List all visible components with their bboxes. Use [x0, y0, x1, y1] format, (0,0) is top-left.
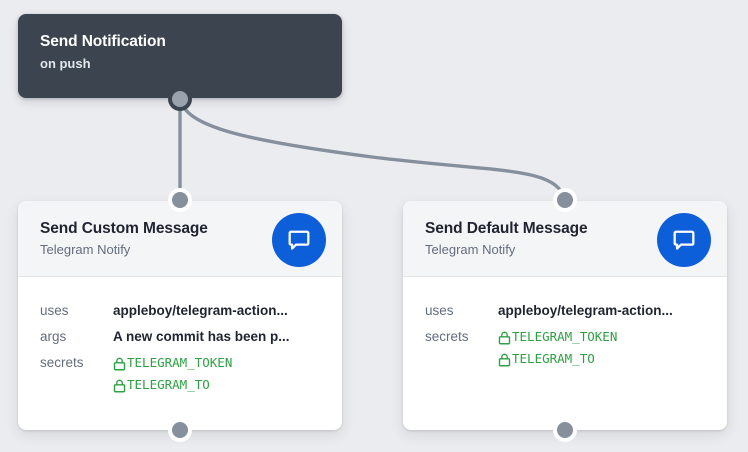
secret-item: TELEGRAM_TOKEN: [113, 352, 232, 374]
node-badge[interactable]: [272, 213, 326, 267]
chat-bubble-icon: [673, 230, 695, 250]
secret-item: TELEGRAM_TO: [113, 374, 232, 396]
property-value: A new commit has been p...: [113, 329, 290, 344]
node-send-default-message[interactable]: Send Default Message Telegram Notify use…: [403, 201, 727, 430]
secret-item: TELEGRAM_TOKEN: [498, 326, 617, 348]
lock-icon: [113, 378, 126, 393]
property-row: secrets TELEGRAM_TOKEN: [18, 352, 342, 396]
node-badge[interactable]: [657, 213, 711, 267]
custom-input-port[interactable]: [172, 192, 188, 208]
edge-trigger-to-default: [178, 97, 567, 202]
secret-name: TELEGRAM_TO: [127, 377, 210, 392]
property-value: appleboy/telegram-action...: [113, 303, 288, 318]
trigger-subtitle: on push: [40, 56, 91, 71]
secret-name: TELEGRAM_TO: [512, 351, 595, 366]
default-output-port[interactable]: [557, 422, 573, 438]
card-title: Send Custom Message: [40, 220, 208, 237]
trigger-output-port[interactable]: [172, 91, 188, 107]
lock-icon: [498, 352, 511, 367]
card-title: Send Default Message: [425, 220, 588, 237]
secret-list: TELEGRAM_TOKEN TELEGRAM_TO: [498, 326, 617, 370]
chat-bubble-icon: [288, 230, 310, 250]
secret-name: TELEGRAM_TOKEN: [127, 355, 233, 370]
property-list: uses appleboy/telegram-action... args A …: [18, 277, 342, 396]
property-row: uses appleboy/telegram-action...: [403, 300, 727, 322]
secret-name: TELEGRAM_TOKEN: [512, 329, 618, 344]
property-key: secrets: [425, 329, 469, 344]
card-header: Send Custom Message Telegram Notify: [18, 201, 342, 277]
property-key: secrets: [40, 355, 84, 370]
property-row: args A new commit has been p...: [18, 326, 342, 348]
trigger-title: Send Notification: [40, 33, 166, 50]
trigger-node[interactable]: Send Notification on push: [18, 14, 342, 98]
secret-list: TELEGRAM_TOKEN TELEGRAM_TO: [113, 352, 232, 396]
node-send-custom-message[interactable]: Send Custom Message Telegram Notify uses…: [18, 201, 342, 430]
property-key: args: [40, 329, 67, 344]
card-subtitle: Telegram Notify: [425, 242, 516, 257]
property-row: secrets TELEGRAM_TOKEN: [403, 326, 727, 370]
property-key: uses: [40, 303, 69, 318]
card-subtitle: Telegram Notify: [40, 242, 131, 257]
property-value: appleboy/telegram-action...: [498, 303, 673, 318]
lock-icon: [498, 330, 511, 345]
lock-icon: [113, 356, 126, 371]
card-header: Send Default Message Telegram Notify: [403, 201, 727, 277]
custom-output-port[interactable]: [172, 422, 188, 438]
property-list: uses appleboy/telegram-action... secrets…: [403, 277, 727, 370]
default-input-port[interactable]: [557, 192, 573, 208]
property-key: uses: [425, 303, 454, 318]
secret-item: TELEGRAM_TO: [498, 348, 617, 370]
property-row: uses appleboy/telegram-action...: [18, 300, 342, 322]
